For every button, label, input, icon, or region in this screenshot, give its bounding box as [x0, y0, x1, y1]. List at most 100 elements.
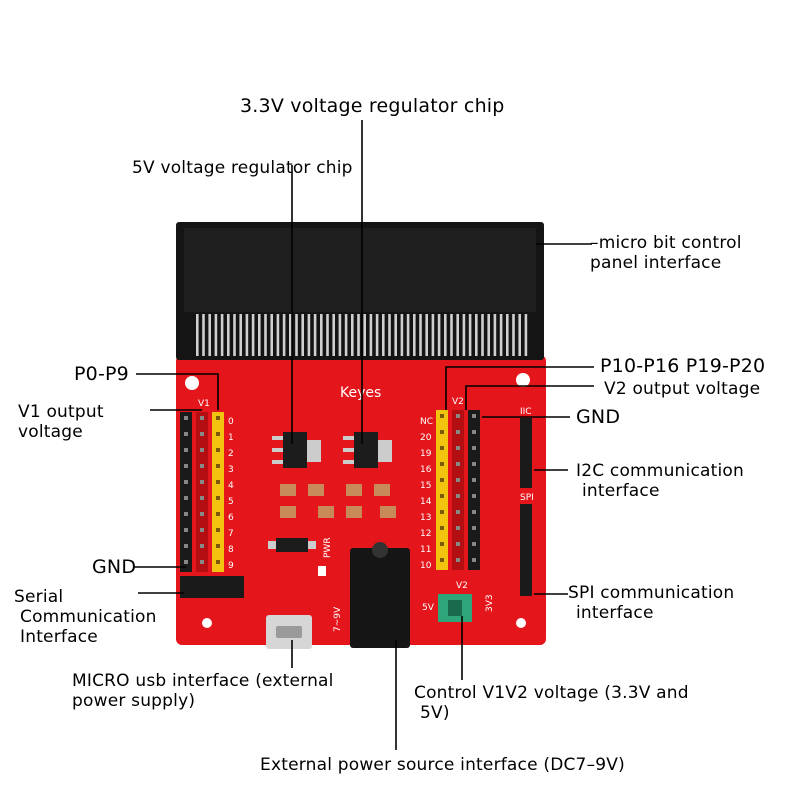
svg-text:V2: V2 — [452, 397, 464, 407]
slot-pin — [456, 314, 459, 356]
label-p10-p20: P10-P16 P19-P20 — [600, 355, 766, 377]
mount-hole — [516, 373, 530, 387]
header-pin — [184, 560, 188, 564]
slot-pin — [251, 314, 255, 356]
microbit-line1: micro bit control — [598, 233, 742, 253]
left-black-header — [180, 412, 192, 572]
spi-line2: interface — [576, 603, 654, 623]
left-pin-number: 6 — [228, 513, 234, 523]
slot-pin — [338, 314, 342, 356]
i2c-header — [520, 418, 532, 488]
right-pin-number: NC — [420, 417, 433, 427]
right-pin-number: 19 — [420, 449, 432, 459]
header-pin — [200, 432, 204, 436]
svg-text:PWR: PWR — [323, 537, 333, 558]
header-pin — [472, 558, 476, 562]
usb-line1: MICRO usb interface (external — [72, 671, 334, 691]
label-serial: Serial Communication Interface — [14, 587, 157, 647]
header-pin — [216, 512, 220, 516]
header-pin — [184, 464, 188, 468]
header-pin — [200, 480, 204, 484]
slot-pin — [227, 314, 230, 356]
slot-pin — [481, 314, 484, 356]
slot-pin — [419, 314, 422, 356]
header-pin — [456, 542, 460, 546]
left-pin-number: 0 — [228, 417, 234, 427]
label-gnd-left: GND — [92, 556, 137, 578]
slot-pin — [375, 314, 379, 356]
header-pin — [472, 414, 476, 418]
capacitor — [280, 484, 296, 496]
slot-pin — [202, 314, 205, 356]
svg-text:V1: V1 — [198, 399, 210, 409]
mount-hole — [185, 376, 199, 390]
header-pin — [184, 448, 188, 452]
header-pin — [472, 478, 476, 482]
slot-pin — [301, 314, 304, 356]
left-pin-number: 7 — [228, 529, 234, 539]
left-pin-number: 4 — [228, 481, 234, 491]
label-v1-output: V1 output voltage — [18, 402, 104, 442]
header-pin — [440, 446, 444, 450]
diode — [276, 538, 308, 552]
slot-pin — [413, 314, 416, 356]
v1out-line1: V1 output — [18, 402, 104, 422]
header-pin — [200, 464, 204, 468]
header-pin — [440, 430, 444, 434]
right-pin-number: 16 — [420, 465, 432, 475]
right-pin-number: 10 — [420, 561, 432, 571]
slot-pin — [245, 314, 249, 356]
svg-text:V2: V2 — [456, 581, 468, 591]
slot-pin — [307, 314, 311, 356]
header-pin — [440, 510, 444, 514]
label-p0-p9: P0-P9 — [74, 363, 129, 385]
capacitor — [380, 506, 396, 518]
slot-pin — [506, 314, 509, 356]
header-pin — [472, 494, 476, 498]
slot-pin — [351, 314, 354, 356]
slot-pin — [382, 314, 385, 356]
header-pin — [456, 462, 460, 466]
header-pin — [456, 510, 460, 514]
label-v2-output: V2 output voltage — [604, 379, 761, 399]
svg-text:3V3: 3V3 — [485, 594, 495, 612]
header-pin — [440, 478, 444, 482]
dc-power-jack — [350, 548, 410, 648]
header-pin — [200, 448, 204, 452]
label-spi: SPI communication interface — [568, 583, 734, 623]
header-pin — [456, 526, 460, 530]
header-pin — [472, 446, 476, 450]
pwr-led — [318, 566, 326, 576]
header-pin — [472, 526, 476, 530]
leader-v2out — [465, 385, 594, 410]
header-pin — [184, 496, 188, 500]
header-pin — [472, 542, 476, 546]
right-pin-number: 15 — [420, 481, 431, 491]
serial-line3: Interface — [20, 627, 98, 647]
header-pin — [456, 430, 460, 434]
slot-pin — [369, 314, 373, 356]
slot-pin — [344, 314, 348, 356]
header-pin — [200, 560, 204, 564]
header-pin — [184, 480, 188, 484]
header-pin — [216, 544, 220, 548]
header-pin — [200, 512, 204, 516]
slot-pin — [450, 314, 453, 356]
slot-pin — [475, 314, 478, 356]
slot-pin — [512, 314, 515, 356]
capacitor — [280, 506, 296, 518]
slot-pin — [332, 314, 335, 356]
header-pin — [184, 544, 188, 548]
header-pin — [184, 432, 188, 436]
left-pin-number: 5 — [228, 497, 234, 507]
label-microbit-interface: –micro bit control panel interface — [590, 233, 742, 273]
header-pin — [456, 494, 460, 498]
capacitor — [308, 484, 324, 496]
slot-pin — [320, 314, 323, 356]
right-pin-number: 11 — [420, 545, 431, 555]
header-pin — [440, 526, 444, 530]
header-pin — [216, 464, 220, 468]
left-pin-number: 3 — [228, 465, 234, 475]
header-pin — [216, 528, 220, 532]
header-pin — [216, 416, 220, 420]
